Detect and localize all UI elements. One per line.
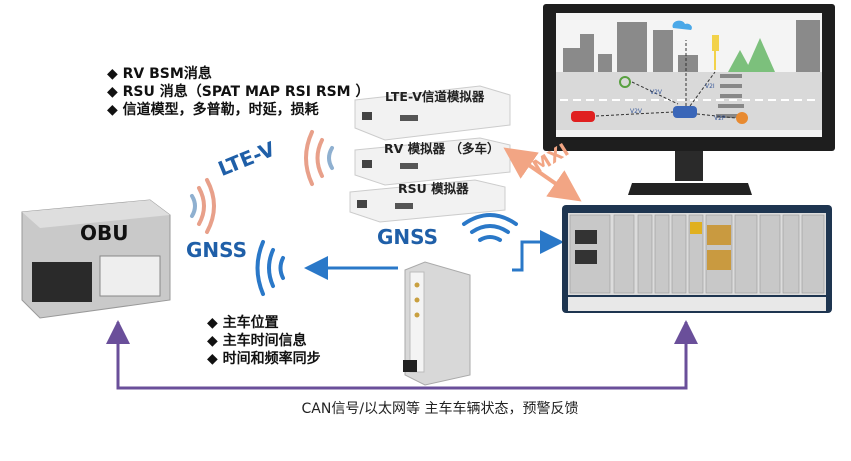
- diamond-icon: ◆: [107, 66, 123, 82]
- lte-v-label: LTE-V: [215, 136, 279, 181]
- bullet-channel: 信道模型，多普勒，时延，损耗: [123, 101, 319, 118]
- diamond-icon: ◆: [207, 315, 223, 331]
- svg-text:V2V: V2V: [630, 108, 643, 115]
- diamond-icon: ◆: [107, 84, 123, 100]
- svg-text:◆ 信道模型，多普勒，时延，损耗: ◆ 信道模型，多普勒，时延，损耗: [107, 101, 319, 118]
- obu-device: OBU: [21, 199, 171, 319]
- pxi-to-gnss-arrow: [512, 230, 564, 272]
- diamond-icon: ◆: [207, 351, 223, 367]
- bullet-rv-bsm: RV BSM消息: [123, 65, 212, 82]
- rsu-simulator: RSU 模拟器: [349, 179, 506, 223]
- svg-text:V2P: V2P: [714, 115, 726, 122]
- svg-text:◆ RV BSM消息: ◆ RV BSM消息: [107, 65, 212, 82]
- gnss-signal-icon-left: [255, 240, 285, 296]
- diamond-icon: ◆: [107, 102, 123, 118]
- diamond-icon: ◆: [207, 333, 223, 349]
- gnss-signal-icon-right: [462, 213, 518, 242]
- svg-text:◆ 时间和频率同步: ◆ 时间和频率同步: [207, 350, 321, 367]
- svg-text:◆ 主车位置: ◆ 主车位置: [207, 314, 279, 331]
- svg-text:◆ RSU 消息（SPAT MAP RSI RSM ）: ◆ RSU 消息（SPAT MAP RSI RSM ）: [107, 83, 370, 100]
- monitor: V2V V2V V2I V2P: [543, 4, 835, 195]
- lte-v-signal-icon: [190, 130, 334, 234]
- rv-simulator: RV 模拟器 （多车）: [354, 137, 511, 186]
- pxi-chassis: [562, 205, 832, 313]
- obu-label: OBU: [80, 221, 129, 245]
- gnss-label-left: GNSS: [186, 238, 247, 262]
- mxi-arrow: [503, 147, 582, 202]
- svg-text:RV 模拟器 （多车）: RV 模拟器 （多车）: [384, 141, 500, 156]
- message-bullet-list: ◆ RV BSM消息 ◆ RSU 消息（SPAT MAP RSI RSM ） ◆…: [107, 65, 370, 118]
- svg-text:V2I: V2I: [705, 83, 715, 90]
- gnss-pxi-module: [403, 261, 471, 386]
- svg-text:◆ 主车时间信息: ◆ 主车时间信息: [207, 332, 307, 349]
- gnss-label-right: GNSS: [377, 225, 438, 249]
- svg-text:LTE-V信道模拟器: LTE-V信道模拟器: [385, 89, 485, 104]
- gnss-bullet-list: ◆ 主车位置 ◆ 主车时间信息 ◆ 时间和频率同步: [207, 314, 321, 367]
- svg-text:V2V: V2V: [650, 89, 663, 96]
- bullet-rsu: RSU 消息（SPAT MAP RSI RSM ）: [123, 83, 370, 100]
- can-feedback-caption: CAN信号/以太网等 主车车辆状态，预警反馈: [302, 400, 579, 417]
- can-feedback-line: [116, 322, 688, 390]
- lte-v-simulator: LTE-V信道模拟器: [354, 85, 511, 141]
- svg-text:RSU 模拟器: RSU 模拟器: [398, 181, 469, 196]
